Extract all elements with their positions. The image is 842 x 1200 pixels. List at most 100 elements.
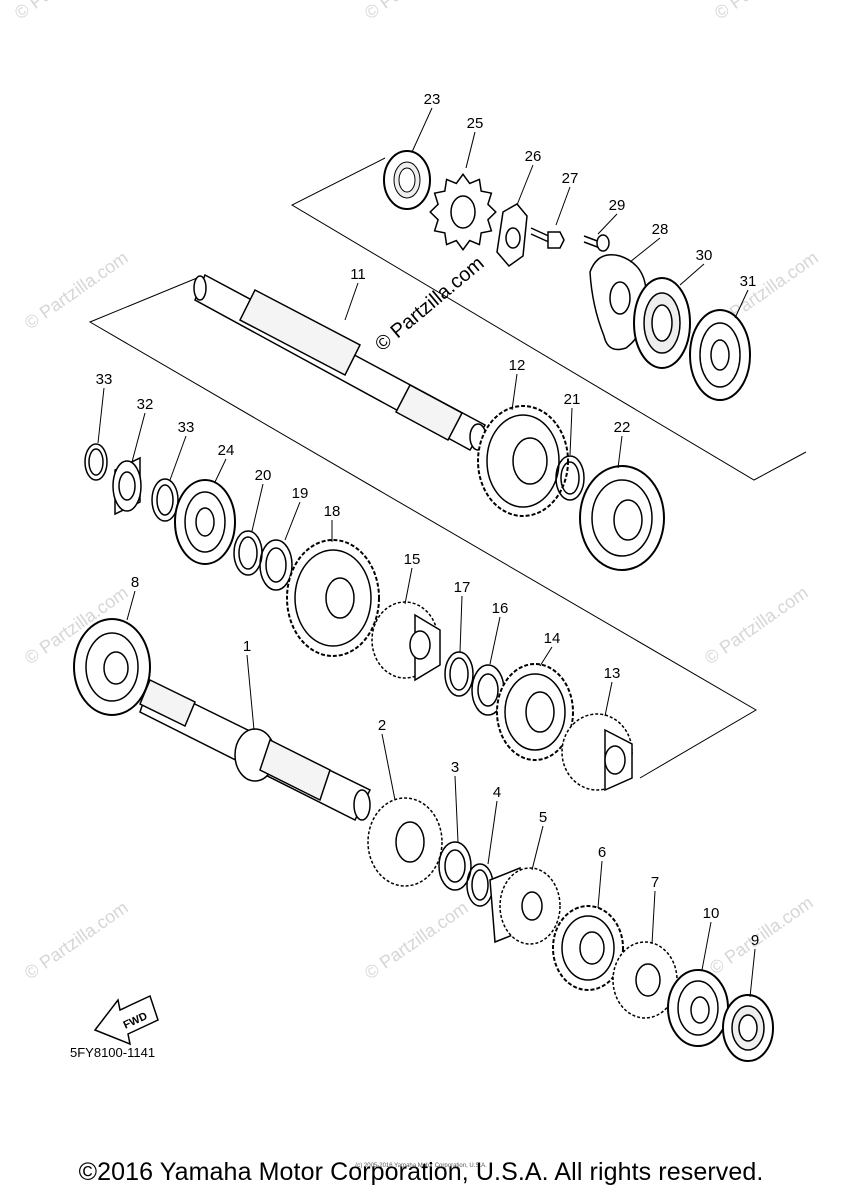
callout-3: 3: [451, 759, 459, 776]
circlip-33-left: [84, 443, 108, 481]
leader-line-17: [459, 595, 463, 653]
gear-14: [496, 663, 574, 761]
callout-9: 9: [751, 932, 759, 949]
gear-15: [371, 601, 441, 682]
callout-25: 25: [467, 115, 484, 132]
watermark-text: © Partzilla.com: [361, 0, 472, 23]
bearing-31: [689, 309, 751, 401]
callout-14: 14: [544, 630, 561, 647]
leader-line-31: [734, 289, 749, 319]
bearing-8: [73, 618, 151, 716]
callout-31: 31: [740, 273, 757, 290]
callout-29: 29: [609, 197, 626, 214]
leader-line-25: [465, 131, 476, 169]
leader-line-33: [169, 435, 187, 481]
leader-line-16: [489, 616, 501, 665]
leader-line-32: [131, 412, 146, 463]
leader-line-27: [555, 186, 571, 226]
gear-5: [489, 866, 561, 945]
oil-seal-30: [633, 277, 691, 369]
collar-32: [112, 456, 142, 516]
watermark-text: © Partzilla.com: [21, 897, 132, 983]
callout-15: 15: [404, 551, 421, 568]
circlip-4: [466, 863, 494, 907]
callout-labels: 1234567891011121314151617181920212223242…: [96, 91, 760, 949]
callout-4: 4: [493, 784, 501, 801]
bearing-10: [667, 969, 729, 1047]
circlip-33-right: [151, 478, 179, 522]
leader-line-4: [487, 800, 498, 865]
callout-23: 23: [424, 91, 441, 108]
circlip-20: [233, 530, 263, 576]
washer-3: [438, 841, 472, 891]
main-axle-1: [139, 678, 372, 822]
callout-2: 2: [378, 717, 386, 734]
leader-line-30: [679, 263, 705, 286]
footer-microtext: (c) 2005-2016 Yamaha Motor Corporation, …: [355, 1163, 487, 1169]
watermark-text: © Partzilla.com: [21, 247, 132, 333]
leader-line-14: [539, 646, 553, 667]
oil-seal-23: [383, 150, 431, 210]
bearing-24: [174, 479, 236, 565]
leader-line-7: [651, 890, 656, 945]
watermark-text: © Partzilla.com: [361, 897, 472, 983]
leader-line-23: [411, 107, 433, 153]
bearing-22: [579, 465, 665, 571]
gear-12: [477, 405, 569, 517]
leader-line-15: [404, 567, 413, 605]
fwd-arrow-icon: FWD: [93, 994, 159, 1046]
leader-line-2: [381, 733, 396, 801]
callout-32: 32: [137, 396, 154, 413]
diagram-code: 5FY8100-1141: [70, 1045, 156, 1060]
leader-line-10: [701, 921, 712, 971]
leader-line-29: [597, 213, 618, 235]
gear-2: [367, 797, 443, 887]
callout-8: 8: [131, 574, 139, 591]
leader-line-33: [97, 387, 105, 444]
watermark-text: © Partzilla.com: [706, 892, 817, 978]
callout-33: 33: [178, 419, 195, 436]
callout-10: 10: [703, 905, 720, 922]
gear-6: [552, 905, 624, 991]
callout-18: 18: [324, 503, 341, 520]
plate-28: [589, 254, 648, 351]
callout-11: 11: [350, 266, 366, 283]
lock-washer-26: [496, 203, 528, 268]
leader-line-24: [214, 458, 227, 483]
footer-copyright: ©2016 Yamaha Motor Corporation, U.S.A. A…: [78, 1158, 764, 1186]
leader-line-5: [531, 825, 544, 871]
assembly-guide-lines: [88, 157, 807, 779]
callout-7: 7: [651, 874, 659, 891]
leader-line-8: [126, 590, 136, 621]
callout-27: 27: [562, 170, 579, 187]
callout-17: 17: [454, 579, 471, 596]
leader-line-22: [617, 435, 623, 469]
leader-line-28: [629, 237, 661, 263]
oil-seal-9: [722, 994, 774, 1062]
washer-19: [259, 539, 293, 591]
watermark-center: © Partzilla.com: [371, 252, 488, 355]
watermark-text: © Partzilla.com: [701, 582, 812, 668]
callout-1: 1: [243, 638, 251, 655]
gear-13: [561, 713, 633, 792]
callout-22: 22: [614, 419, 631, 436]
callout-19: 19: [292, 485, 309, 502]
callout-24: 24: [218, 442, 235, 459]
leader-line-26: [516, 164, 534, 206]
callout-33: 33: [96, 371, 113, 388]
leader-line-13: [604, 681, 613, 717]
callout-5: 5: [539, 809, 547, 826]
callout-12: 12: [509, 357, 526, 374]
circlip-17: [444, 651, 474, 697]
leader-line-19: [284, 501, 301, 541]
drive-sprocket-25: [429, 173, 497, 251]
callout-13: 13: [604, 665, 621, 682]
leader-line-21: [569, 407, 573, 456]
screw-29: [583, 234, 610, 252]
callout-20: 20: [255, 467, 272, 484]
leader-line-3: [454, 775, 459, 843]
leader-line-20: [251, 483, 264, 532]
leader-line-6: [597, 860, 603, 909]
callout-30: 30: [696, 247, 713, 264]
callout-leader-lines: [97, 107, 756, 998]
